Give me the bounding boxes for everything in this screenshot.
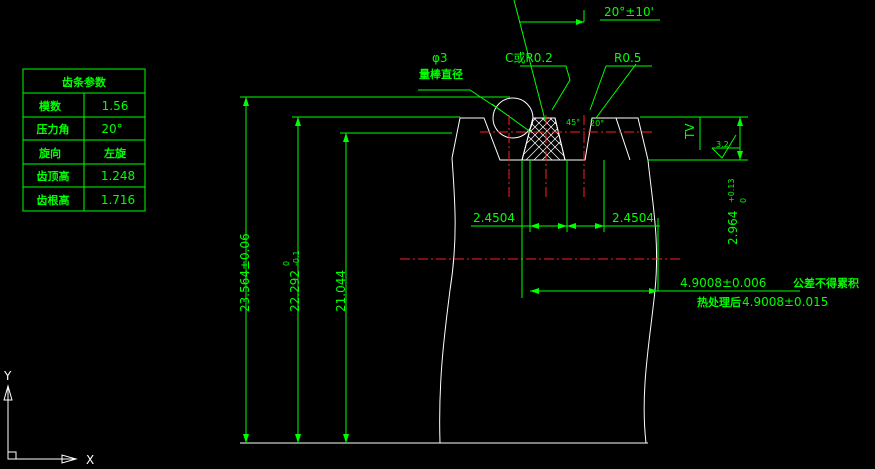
parameter-table: 齿条参数 模数 1.56 压力角 20° 旋向 左旋 齿顶高 1.248 齿根高… bbox=[22, 68, 146, 212]
chamfer-text: C或R0.2 bbox=[505, 51, 553, 65]
surface-finish-text: 3.2 bbox=[716, 140, 729, 149]
table-label-pressure-angle: 压力角 bbox=[37, 122, 70, 136]
break-line-left bbox=[439, 157, 456, 444]
rack-outline bbox=[240, 117, 658, 444]
table-value-dedendum: 1.716 bbox=[101, 193, 135, 207]
table-value-addendum: 1.248 bbox=[101, 169, 135, 183]
angle-tolerance-text: 20°±10' bbox=[604, 5, 654, 19]
tv-text: TV bbox=[683, 123, 697, 140]
break-line-right bbox=[643, 159, 658, 444]
dim-2964-lower-tol: 0 bbox=[739, 198, 748, 203]
span-1-text: 4.9008±0.006 bbox=[680, 276, 766, 290]
tooth-profile-right bbox=[616, 117, 649, 161]
pitch-left-text: 2.4504 bbox=[473, 211, 515, 225]
hatch-boundary bbox=[521, 117, 566, 161]
dim-21044-text: 21.044 bbox=[334, 270, 348, 312]
table-value-hand: 左旋 bbox=[103, 146, 127, 160]
axis-x-label: X bbox=[86, 453, 94, 467]
ucs-icon: Y X bbox=[3, 369, 94, 467]
table-label-addendum: 齿顶高 bbox=[37, 169, 70, 183]
phi3-text: φ3 bbox=[432, 51, 448, 65]
table-value-pressure-angle: 20° bbox=[101, 122, 122, 136]
dim-2964-upper-tol: +0.13 bbox=[727, 178, 736, 203]
dim-2964-text: 2.964 bbox=[726, 211, 740, 245]
radius-text: R0.5 bbox=[614, 51, 641, 65]
pitch-right-text: 2.4504 bbox=[612, 211, 654, 225]
dim-22292-upper-tol: 0 bbox=[282, 261, 291, 266]
table-label-hand: 旋向 bbox=[38, 146, 61, 160]
drawing-texts: 20°±10' φ3 量棒直径 C或R0.2 R0.5 45° 20° TV 3… bbox=[238, 5, 859, 312]
table-label-dedendum: 齿根高 bbox=[37, 193, 70, 207]
center-lines bbox=[400, 115, 680, 260]
table-title: 齿条参数 bbox=[62, 75, 107, 89]
angle-45-text: 45° bbox=[566, 118, 580, 127]
span-1-note: 公差不得累积 bbox=[793, 276, 859, 290]
dim-23564-text: 23.564±0.06 bbox=[238, 233, 252, 312]
hatch-area bbox=[521, 117, 566, 161]
axis-y-label: Y bbox=[3, 369, 12, 383]
rod-diameter-text: 量棒直径 bbox=[419, 67, 463, 81]
angle-20-text: 20° bbox=[590, 119, 604, 128]
span-2-text: 4.9008±0.015 bbox=[742, 295, 828, 309]
dimension-lines bbox=[240, 0, 800, 443]
table-value-module: 1.56 bbox=[102, 99, 129, 113]
dim-22292-text: 22.292 bbox=[288, 270, 302, 312]
span-2-note: 热处理后 bbox=[697, 295, 741, 309]
table-label-module: 模数 bbox=[39, 99, 62, 113]
dim-22292-lower-tol: -0.1 bbox=[292, 250, 301, 266]
